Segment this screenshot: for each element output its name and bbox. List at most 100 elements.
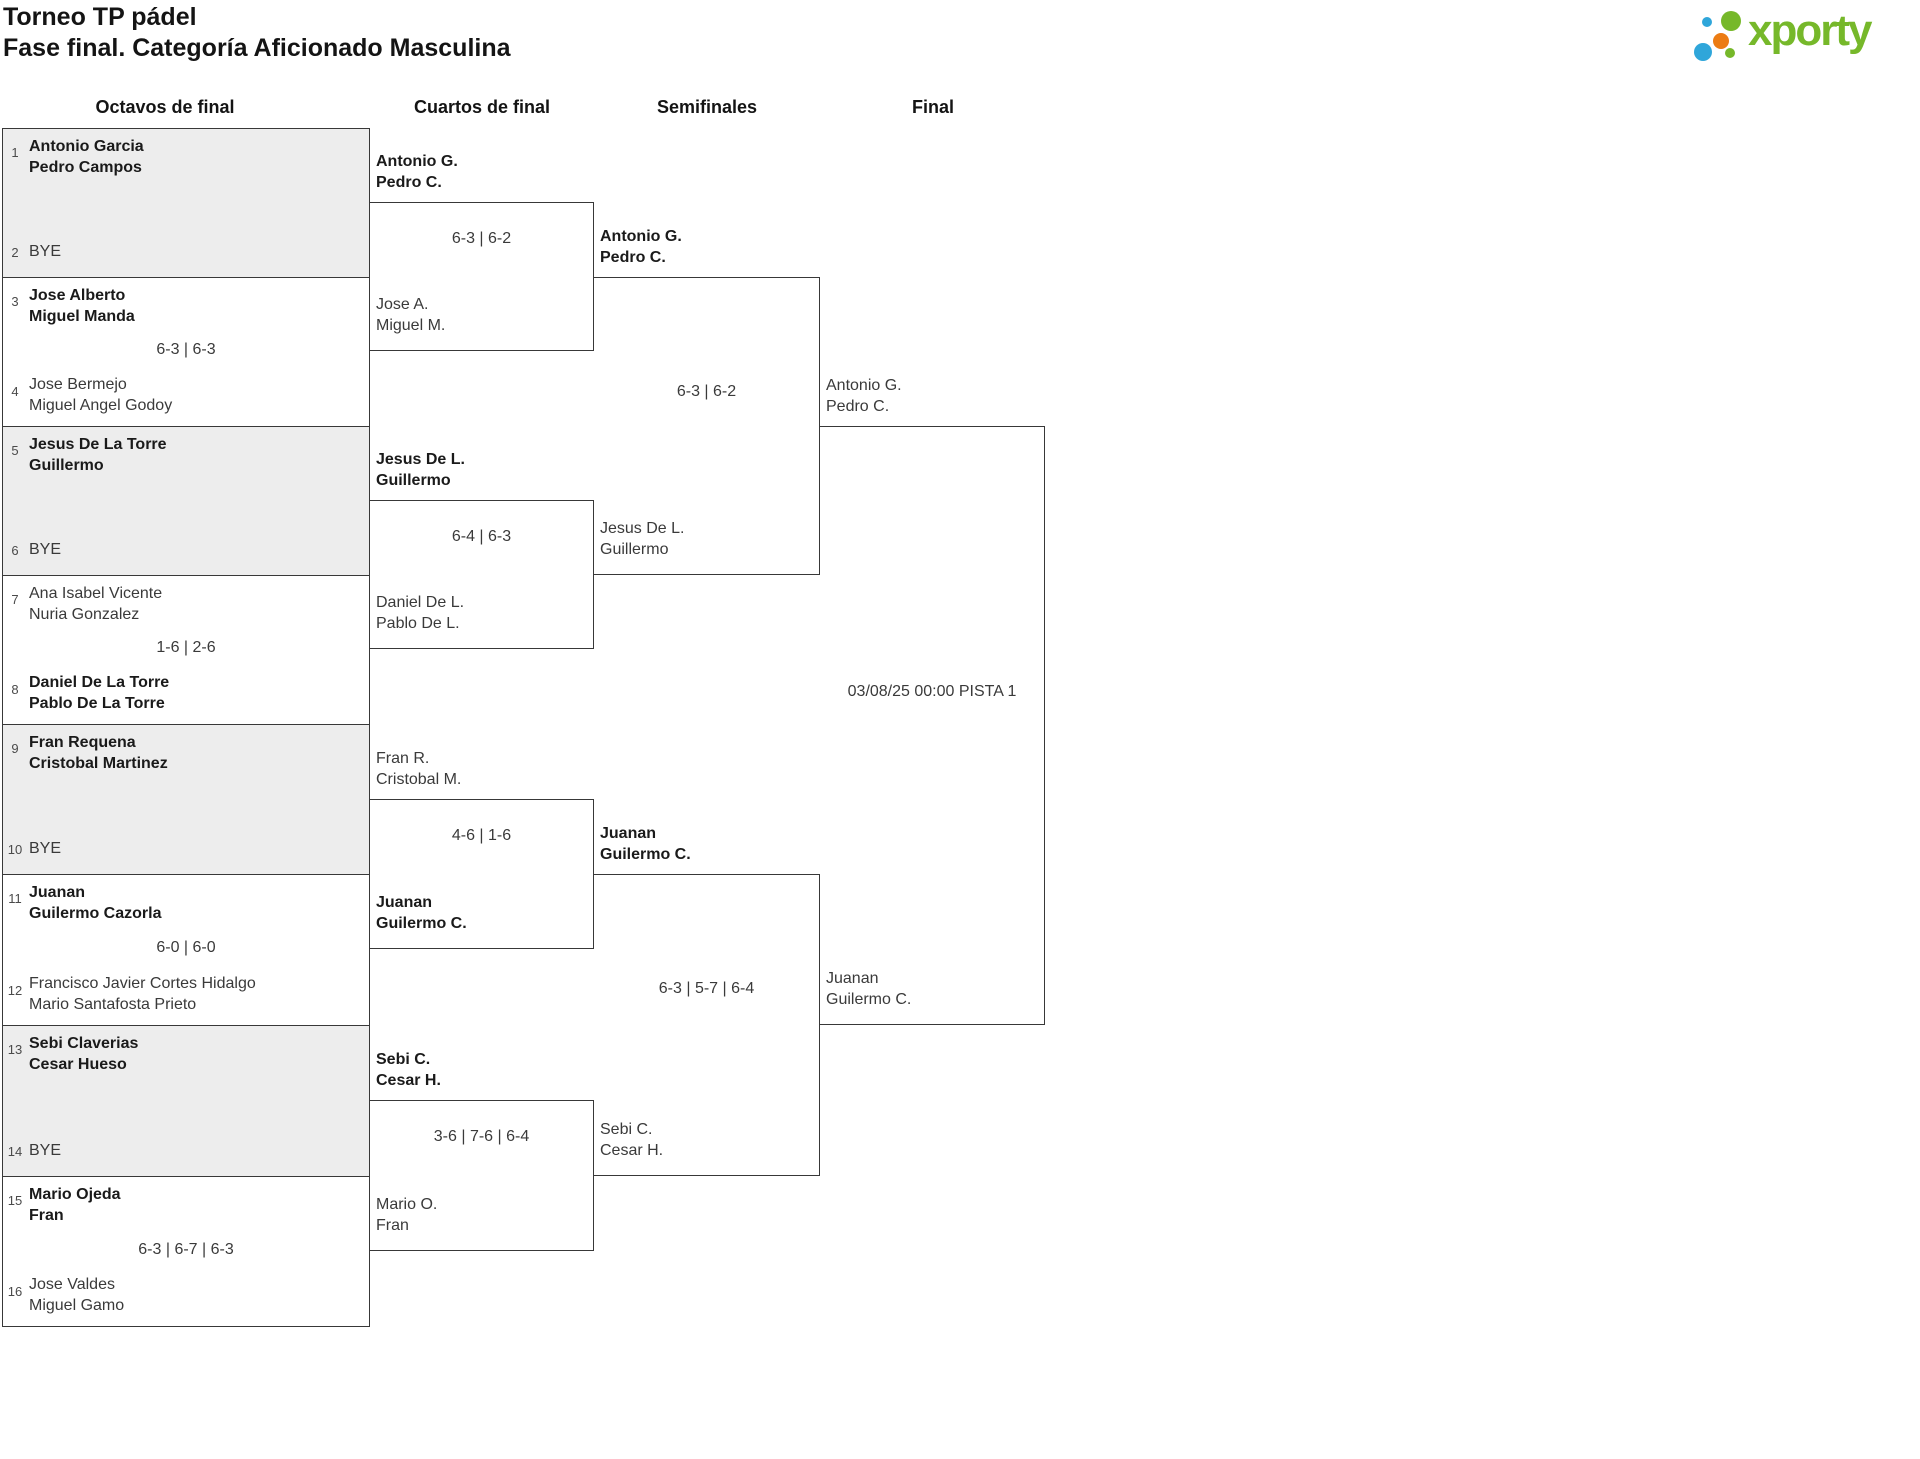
- logo-dot-icon: [1725, 48, 1735, 58]
- seed-label: 8: [11, 682, 19, 697]
- team-player-1: Mario O.: [376, 1196, 438, 1213]
- match-score: 1-6 | 2-6: [156, 639, 216, 656]
- bye-label: BYE: [29, 1142, 62, 1159]
- final-match: Antonio G. Pedro C. 03/08/25 00:00 PISTA…: [820, 377, 1045, 1025]
- team-player-1: Antonio G.: [826, 377, 902, 394]
- seed-label: 3: [11, 294, 19, 309]
- semifinal-match: Antonio G. Pedro C. 6-3 | 6-2 Jesus De L…: [594, 228, 820, 575]
- team-name: Sebi C. Cesar H.: [376, 1049, 441, 1091]
- seed-label: 7: [11, 592, 19, 607]
- team-player-1: Sebi C.: [600, 1121, 653, 1138]
- team-player-1: Jesus De L.: [376, 451, 465, 468]
- team-player-1: Jesus De La Torre: [29, 436, 167, 453]
- team-name: Jesus De L. Guillermo: [600, 518, 684, 560]
- team-name: Antonio G. Pedro C.: [826, 375, 902, 417]
- team-player-2: Fran: [29, 1207, 64, 1224]
- team-name: Jesus De L. Guillermo: [376, 449, 465, 491]
- team-player-2: Miguel Manda: [29, 308, 135, 325]
- round-header-cuartos: Cuartos de final: [413, 97, 551, 117]
- match-score: 6-3 | 5-7 | 6-4: [658, 980, 755, 997]
- match-score: 3-6 | 7-6 | 6-4: [433, 1128, 530, 1145]
- octavos-match: 3 Jose Alberto Miguel Manda 6-3 | 6-3 4 …: [2, 277, 370, 427]
- logo-wordmark: xporty: [1748, 6, 1872, 55]
- seed-label: 14: [7, 1144, 23, 1159]
- team-name: Ana Isabel Vicente Nuria Gonzalez: [29, 583, 162, 625]
- team-name: Jose Valdes Miguel Gamo: [29, 1274, 124, 1316]
- team-name: Fran Requena Cristobal Martinez: [29, 732, 168, 774]
- team-player-1: Jose Alberto: [29, 287, 126, 304]
- team-player-1: Fran Requena: [29, 734, 136, 751]
- team-name: Mario Ojeda Fran: [29, 1184, 121, 1226]
- team-player-1: Antonio G.: [600, 228, 682, 245]
- team-name: Jose Alberto Miguel Manda: [29, 285, 135, 327]
- team-name: Mario O. Fran: [376, 1194, 437, 1236]
- bye-label: BYE: [29, 243, 62, 260]
- team-player-2: Nuria Gonzalez: [29, 606, 140, 623]
- team-name: Antonio Garcia Pedro Campos: [29, 136, 144, 178]
- seed-label: 16: [7, 1284, 23, 1299]
- logo-dot-icon: [1702, 17, 1712, 27]
- team-player-2: Pedro Campos: [29, 159, 142, 176]
- semifinal-match: Juanan Guilermo C. 6-3 | 5-7 | 6-4 Sebi …: [594, 825, 820, 1176]
- cuartos-match: Fran R. Cristobal M. 4-6 | 1-6 Juanan Gu…: [370, 750, 594, 949]
- team-player-2: Cristobal M.: [376, 771, 462, 788]
- team-name: Sebi Claverias Cesar Hueso: [29, 1033, 138, 1075]
- team-player-1: Jesus De L.: [600, 520, 685, 537]
- seed-label: 13: [7, 1042, 23, 1057]
- cuartos-match: Sebi C. Cesar H. 3-6 | 7-6 | 6-4 Mario O…: [370, 1051, 594, 1251]
- team-player-1: Ana Isabel Vicente: [29, 585, 163, 602]
- seed-label: 9: [11, 741, 19, 756]
- team-player-2: Guilermo C.: [826, 991, 912, 1008]
- team-player-1: Daniel De La Torre: [29, 674, 170, 691]
- octavos-match: 1 Antonio Garcia Pedro Campos 2 BYE: [2, 128, 370, 278]
- team-name: Jesus De La Torre Guillermo: [29, 434, 167, 476]
- octavos-match: 7 Ana Isabel Vicente Nuria Gonzalez 1-6 …: [2, 575, 370, 725]
- team-player-1: Mario Ojeda: [29, 1186, 121, 1203]
- team-player-2: Pedro C.: [600, 249, 666, 266]
- seed-label: 2: [11, 245, 19, 260]
- team-player-2: Fran: [376, 1217, 409, 1234]
- team-player-2: Pedro C.: [376, 174, 442, 191]
- team-player-1: Antonio G.: [376, 153, 458, 170]
- team-name: Daniel De La Torre Pablo De La Torre: [29, 672, 169, 714]
- seed-label: 15: [7, 1193, 23, 1208]
- team-name: Francisco Javier Cortes Hidalgo Mario Sa…: [29, 973, 256, 1015]
- team-name: Juanan Guilermo Cazorla: [29, 882, 161, 924]
- team-name: Jose A. Miguel M.: [376, 294, 445, 336]
- team-player-2: Cesar Hueso: [29, 1056, 127, 1073]
- logo-dot-icon: [1721, 11, 1741, 31]
- team-player-1: Juanan: [376, 894, 433, 911]
- page-title-line1: Torneo TP pádel: [3, 3, 197, 31]
- team-name: Sebi C. Cesar H.: [600, 1119, 663, 1161]
- team-player-2: Guillermo: [29, 457, 104, 474]
- team-player-2: Miguel M.: [376, 317, 446, 334]
- team-player-1: Sebi C.: [376, 1051, 431, 1068]
- logo-dot-icon: [1713, 33, 1729, 49]
- team-player-2: Guilermo C.: [376, 915, 467, 932]
- team-player-1: Jose A.: [376, 296, 429, 313]
- team-player-2: Cristobal Martinez: [29, 755, 168, 772]
- team-player-2: Guillermo: [376, 472, 451, 489]
- team-player-2: Guillermo: [600, 541, 669, 558]
- team-player-1: Jose Valdes: [29, 1276, 115, 1293]
- seed-label: 10: [7, 842, 23, 857]
- team-player-1: Daniel De L.: [376, 594, 465, 611]
- match-score: 6-4 | 6-3: [451, 528, 512, 545]
- xporty-logo[interactable]: xporty: [1690, 0, 1915, 70]
- cuartos-match: Antonio G. Pedro C. 6-3 | 6-2 Jose A. Mi…: [370, 153, 594, 351]
- bye-label: BYE: [29, 840, 62, 857]
- logo-dot-icon: [1694, 43, 1712, 61]
- team-name: Daniel De L. Pablo De L.: [376, 592, 464, 634]
- final-schedule: 03/08/25 00:00 PISTA 1: [847, 683, 1017, 700]
- team-name: Fran R. Cristobal M.: [376, 748, 461, 790]
- seed-label: 5: [11, 443, 19, 458]
- seed-label: 12: [7, 983, 23, 998]
- cuartos-match: Jesus De L. Guillermo 6-4 | 6-3 Daniel D…: [370, 451, 594, 649]
- round-header-semifinales: Semifinales: [656, 97, 758, 117]
- seed-label: 1: [11, 145, 19, 160]
- octavos-match: 15 Mario Ojeda Fran 6-3 | 6-7 | 6-3 16 J…: [2, 1176, 370, 1327]
- team-player-1: Sebi Claverias: [29, 1035, 139, 1052]
- team-name: Antonio G. Pedro C.: [376, 151, 458, 193]
- seed-label: 4: [11, 384, 19, 399]
